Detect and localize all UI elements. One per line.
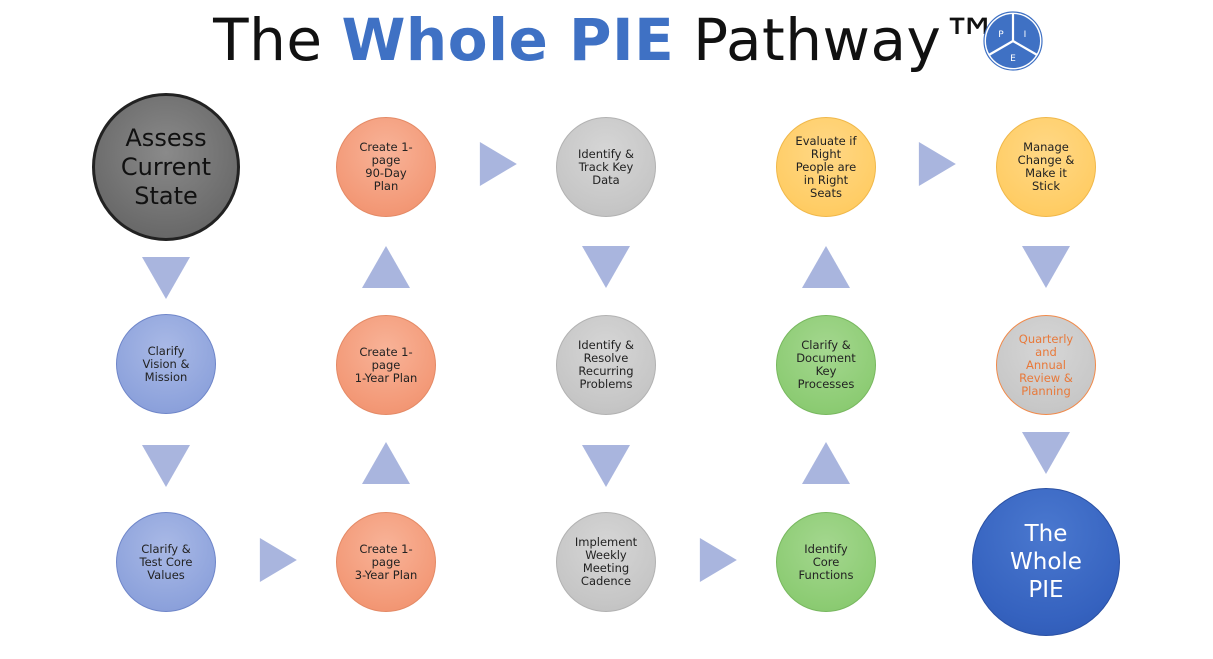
- node-1-year-plan: Create 1- page 1-Year Plan: [336, 315, 436, 415]
- arrow-right-icon: [479, 142, 517, 186]
- node-assess-current-state: Assess Current State: [92, 93, 240, 241]
- arrow-right-icon: [918, 142, 956, 186]
- logo-letter-e: E: [1010, 54, 1016, 64]
- node-clarify-vision-mission: Clarify Vision & Mission: [116, 314, 216, 414]
- arrow-down-icon: [142, 445, 190, 487]
- arrow-up-icon: [802, 246, 850, 288]
- logo-letter-i: I: [1024, 30, 1027, 40]
- node-label: Clarify & Document Key Processes: [796, 338, 856, 391]
- title-highlight: Whole PIE: [341, 6, 675, 74]
- node-3-year-plan: Create 1- page 3-Year Plan: [336, 512, 436, 612]
- arrow-down-icon: [582, 246, 630, 288]
- node-manage-change: Manage Change & Make it Stick: [996, 117, 1096, 217]
- arrow-right-icon: [699, 538, 737, 582]
- node-resolve-recurring-problems: Identify & Resolve Recurring Problems: [556, 315, 656, 415]
- node-label: The Whole PIE: [1010, 521, 1082, 603]
- node-label: Create 1- page 90-Day Plan: [359, 140, 413, 193]
- arrow-up-icon: [802, 442, 850, 484]
- arrow-down-icon: [1022, 246, 1070, 288]
- node-quarterly-annual-review: Quarterly and Annual Review & Planning: [996, 315, 1096, 415]
- pie-logo-icon: P I E: [983, 11, 1043, 71]
- arrow-down-icon: [582, 445, 630, 487]
- arrow-up-icon: [362, 246, 410, 288]
- node-label: Identify & Track Key Data: [577, 146, 635, 187]
- node-label: Create 1- page 3-Year Plan: [354, 541, 418, 582]
- node-document-key-processes: Clarify & Document Key Processes: [776, 315, 876, 415]
- node-right-people-right-seats: Evaluate if Right People are in Right Se…: [776, 117, 876, 217]
- node-clarify-core-values: Clarify & Test Core Values: [116, 512, 216, 612]
- node-label: Implement Weekly Meeting Cadence: [574, 535, 638, 588]
- node-label: Create 1- page 1-Year Plan: [354, 344, 418, 385]
- arrow-down-icon: [1022, 432, 1070, 474]
- node-identify-core-functions: Identify Core Functions: [776, 512, 876, 612]
- node-label: Clarify Vision & Mission: [142, 343, 190, 384]
- node-the-whole-pie: The Whole PIE: [972, 488, 1120, 636]
- node-label: Quarterly and Annual Review & Planning: [1018, 331, 1074, 398]
- arrow-right-icon: [259, 538, 297, 582]
- arrow-down-icon: [142, 257, 190, 299]
- node-weekly-meeting-cadence: Implement Weekly Meeting Cadence: [556, 512, 656, 612]
- node-track-key-data: Identify & Track Key Data: [556, 117, 656, 217]
- node-label: Assess Current State: [120, 123, 212, 210]
- node-label: Identify & Resolve Recurring Problems: [577, 338, 635, 391]
- title-suffix: Pathway™: [674, 6, 1000, 74]
- node-label: Evaluate if Right People are in Right Se…: [795, 133, 857, 200]
- title-prefix: The: [213, 6, 342, 74]
- logo-letter-p: P: [998, 30, 1004, 40]
- node-label: Identify Core Functions: [798, 541, 854, 582]
- arrow-up-icon: [362, 442, 410, 484]
- node-label: Manage Change & Make it Stick: [1017, 140, 1075, 193]
- node-label: Clarify & Test Core Values: [139, 541, 193, 582]
- node-90-day-plan: Create 1- page 90-Day Plan: [336, 117, 436, 217]
- diagram-title: The Whole PIE Pathway™: [0, 4, 1213, 76]
